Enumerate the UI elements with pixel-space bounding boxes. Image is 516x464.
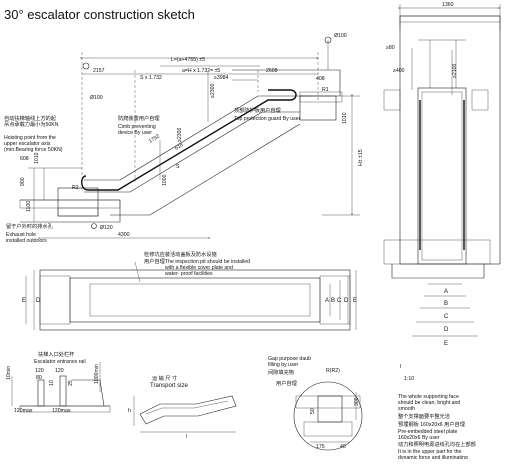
dim-2100: ≥2100 xyxy=(452,63,458,78)
dim-scale: 1:10 xyxy=(404,376,414,382)
entrance-rail-detail: 扶梯入口处栏杆 Escalator entrance rail 10min 10… xyxy=(6,350,111,414)
note-cn-2: 预埋钢板 160x20x6 用户自理 xyxy=(398,420,466,428)
plan-label-a: A xyxy=(325,298,329,304)
transport-title-cn: 运 输 尺 寸 xyxy=(152,374,177,382)
dim-10min: 10min xyxy=(6,366,12,380)
transport-title-en: Transport size xyxy=(150,383,188,389)
plan-label-b: B xyxy=(331,298,335,304)
dim-900: 900 xyxy=(20,177,26,186)
hoisting-point-icon xyxy=(82,62,90,70)
dim-4300: 4300 xyxy=(118,232,130,238)
dim-rail-120a: 120 xyxy=(35,368,44,374)
dim-1010-left: 1010 xyxy=(34,152,40,164)
dim-support-40: 40 xyxy=(340,444,346,450)
transport-dim-l: l xyxy=(186,434,187,440)
dim-rail-120b: 120 xyxy=(55,368,64,374)
dim-d100-top: Ø100 xyxy=(334,33,347,39)
side-elevation-view: L=(a+4765) ±5 a=H x 1.732= ±5 2157 S x 1… xyxy=(4,33,364,244)
dim-label-e: E xyxy=(444,341,448,347)
dim-d100-left: Ø100 xyxy=(90,95,103,101)
transport-dim-h: h xyxy=(128,408,131,414)
plan-label-d2: D xyxy=(344,298,349,304)
dim-2300-top: ≥2300 xyxy=(210,83,216,98)
dim-label-d: D xyxy=(444,327,449,333)
dim-rail-120max-a: 120max xyxy=(14,408,33,414)
dim-1792: 1792 xyxy=(148,133,161,144)
dim-2608: 2608 xyxy=(266,68,278,74)
dim-i: I xyxy=(400,364,401,370)
dim-408: 408 xyxy=(316,76,325,82)
gap-note-cn: 间隙填充物 xyxy=(268,368,294,376)
rail-title-cn: 扶梯入口处栏杆 xyxy=(38,350,74,358)
dim-label-c: C xyxy=(444,314,449,320)
dim-hs: H± ±15 xyxy=(358,149,364,166)
plan-label-e2: E xyxy=(353,298,357,304)
exhaust-note-cn: 留于户外时的排水孔 xyxy=(6,222,54,230)
dim-a: a=H x 1.732= ±5 xyxy=(182,68,220,74)
dim-1000min: 1000min xyxy=(94,364,100,384)
pit-user-cn: 用户自理 xyxy=(144,257,166,265)
note-cn-3: 动力和照明电源进线孔均在上部部 xyxy=(398,440,476,448)
climb-note-cn: 防爬装置用户自理 xyxy=(118,114,160,122)
plan-label-d: D xyxy=(36,298,41,304)
dim-r1: R1 xyxy=(322,87,329,93)
plan-label-e: E xyxy=(22,298,26,304)
plan-view: 检修坑应装活动盖板及防水设施 用户自理 The inspection pit s… xyxy=(22,250,357,331)
note-cn-1: 整个支撑面要平整光洁 xyxy=(398,412,450,420)
dim-r1r2: R(R2) xyxy=(326,368,340,374)
dim-1010-right: 1010 xyxy=(342,112,348,124)
guard-note-en: Top protection guard By user xyxy=(234,116,301,122)
cross-section-view: 1360 ≥80 ≥400 ≥2100 A B C D E xyxy=(383,2,501,347)
pit-note-cn: 检修坑应装活动盖板及防水设施 xyxy=(144,250,217,258)
dim-s: S xyxy=(176,164,180,170)
dim-support-50: 50 xyxy=(310,408,316,414)
dim-1360: 1360 xyxy=(442,2,454,8)
dim-618: 618 xyxy=(174,142,185,152)
plan-label-c: C xyxy=(337,298,342,304)
dim-label-b: B xyxy=(444,301,448,307)
user-note-cn: 用户自理 xyxy=(276,379,298,387)
dim-rail-10: 10 xyxy=(49,380,55,386)
guard-note-cn: 顶部防护板用户自理 xyxy=(234,106,282,114)
transport-size-detail: 运 输 尺 寸 Transport size h l xyxy=(128,374,237,440)
dim-r2: R2 xyxy=(72,185,79,191)
dim-support-175: 175 xyxy=(316,444,325,450)
dim-1100: 1100 xyxy=(26,201,32,212)
dim-3984: ≥3984 xyxy=(214,75,229,81)
dim-support-300: 300 xyxy=(354,397,360,406)
dim-sx: S x 1.732 xyxy=(140,75,162,81)
dim-rail-25: 25 xyxy=(68,380,74,386)
dim-l: L=(a+4765) ±5 xyxy=(171,57,205,63)
dim-80: ≥80 xyxy=(386,45,395,51)
dim-2157: 2157 xyxy=(93,68,105,74)
dim-400: ≥400 xyxy=(393,68,405,74)
dim-rail-80: 80 xyxy=(36,375,42,381)
hoist-note-cn: 自动扶梯轴线上方的起吊点承载力最小为50KN xyxy=(4,114,59,128)
dim-d120: Ø120 xyxy=(100,225,113,231)
page-title: 30° escalator construction sketch xyxy=(4,7,195,22)
dim-label-a: A xyxy=(444,289,448,295)
rail-title-en: Escalator entrance rail xyxy=(34,359,86,365)
dim-rail-120max-b: 120max xyxy=(52,408,71,414)
dim-2300-mid: ≥2300 xyxy=(177,127,183,142)
dim-1000: 1000 xyxy=(162,174,168,186)
drain-hole-icon xyxy=(91,223,97,229)
dim-608: 608 xyxy=(20,156,29,162)
